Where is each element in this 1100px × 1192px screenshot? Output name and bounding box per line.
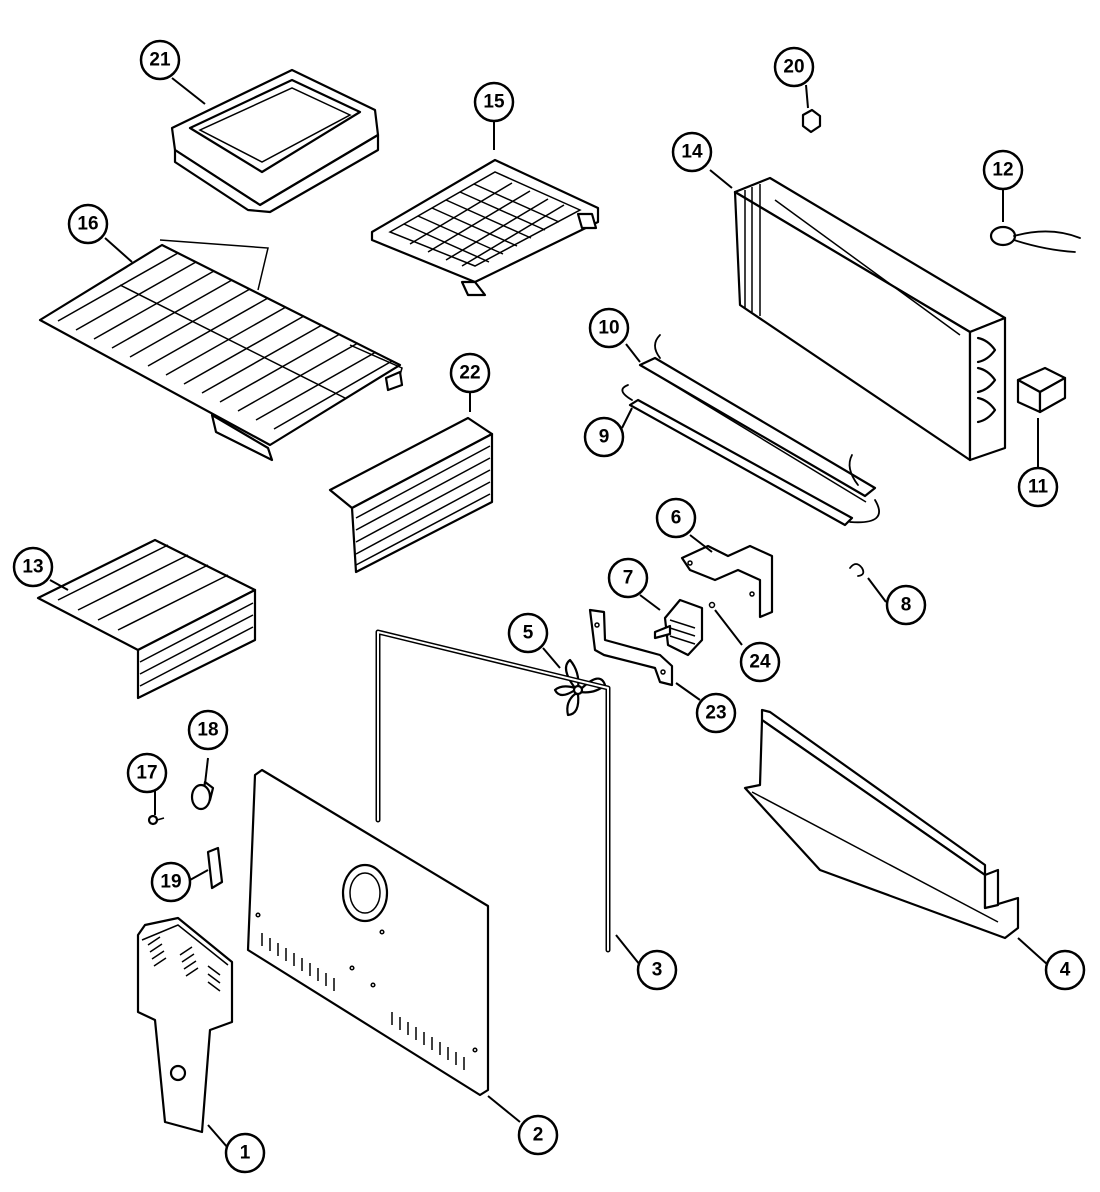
callout-1-label: 1 (240, 1143, 251, 1164)
callout-8: 8 (885, 584, 927, 626)
callout-1: 1 (224, 1132, 266, 1174)
part-15-ice-tray (370, 158, 600, 297)
callout-23: 23 (695, 692, 737, 734)
vent-slots-right (391, 1012, 465, 1070)
part-11-block (1016, 366, 1067, 414)
callout-22-label: 22 (459, 363, 480, 384)
callout-9: 9 (583, 416, 625, 458)
part-9-heater-rod (621, 384, 880, 527)
callout-17: 17 (126, 752, 168, 794)
callout-5-label: 5 (523, 623, 534, 644)
callout-2-label: 2 (533, 1125, 544, 1146)
callout-7-label: 7 (623, 568, 634, 589)
part-16-wire-shelf (38, 239, 404, 462)
callout-19-label: 19 (160, 872, 181, 893)
leader-lines (49, 77, 1049, 1149)
part-4-drain-trough (743, 708, 1020, 940)
callout-18-label: 18 (197, 720, 218, 741)
callout-4: 4 (1044, 949, 1086, 991)
callout-18: 18 (187, 709, 229, 751)
callout-7: 7 (607, 557, 649, 599)
part-17-screw (147, 814, 165, 826)
callout-15: 15 (473, 81, 515, 123)
callout-14: 14 (671, 131, 713, 173)
callout-15-label: 15 (483, 92, 505, 113)
part-18-knob (190, 780, 215, 811)
callout-24: 24 (739, 641, 781, 683)
callout-20: 20 (773, 46, 815, 88)
callout-3-label: 3 (652, 960, 663, 981)
callout-11-label: 11 (1028, 477, 1049, 498)
part-22-small-shelf (328, 416, 494, 574)
callout-21-label: 21 (149, 50, 171, 71)
callout-22: 22 (449, 352, 491, 394)
callout-12-label: 12 (992, 160, 1013, 181)
part-6-bracket (680, 544, 774, 619)
part-8-clip (849, 563, 865, 577)
part-2-rear-panel (246, 768, 490, 1097)
callout-10-label: 10 (598, 318, 619, 339)
part-12-sensor (989, 225, 1081, 253)
callout-12: 12 (982, 149, 1024, 191)
callout-20-label: 20 (783, 57, 804, 78)
part-14-evaporator (733, 176, 1007, 462)
vent-slots-left (261, 933, 335, 991)
callout-11: 11 (1017, 466, 1059, 508)
callout-16-label: 16 (77, 214, 98, 235)
part-7-fan-motor (653, 598, 716, 657)
part-3-frame (375, 629, 611, 953)
callout-14-label: 14 (681, 142, 703, 163)
callout-10: 10 (588, 307, 630, 349)
callout-2: 2 (517, 1114, 559, 1156)
part-13-shelf (36, 538, 257, 700)
callout-16: 16 (67, 203, 109, 245)
part-19-light-lens (206, 846, 224, 890)
part-20-nut (801, 108, 822, 134)
callout-24-label: 24 (749, 652, 771, 673)
callout-13-label: 13 (22, 557, 43, 578)
callout-17-label: 17 (136, 763, 157, 784)
callout-4-label: 4 (1060, 960, 1071, 981)
callouts: 21 15 16 22 13 14 12 20 11 10 9 8 6 7 24… (12, 39, 1086, 1174)
callout-8-label: 8 (901, 595, 912, 616)
callout-9-label: 9 (599, 427, 610, 448)
part-1-control-housing (136, 916, 234, 1134)
part-10-heater-channel (638, 334, 877, 503)
callout-3: 3 (636, 949, 678, 991)
part-23-motor-bracket (588, 608, 674, 687)
callout-13: 13 (12, 546, 54, 588)
callout-6: 6 (655, 497, 697, 539)
callout-21: 21 (139, 39, 181, 81)
callout-5: 5 (507, 612, 549, 654)
callout-6-label: 6 (671, 508, 682, 529)
part-21-ice-bin (170, 68, 380, 214)
callout-19: 19 (150, 861, 192, 903)
callout-23-label: 23 (705, 703, 726, 724)
